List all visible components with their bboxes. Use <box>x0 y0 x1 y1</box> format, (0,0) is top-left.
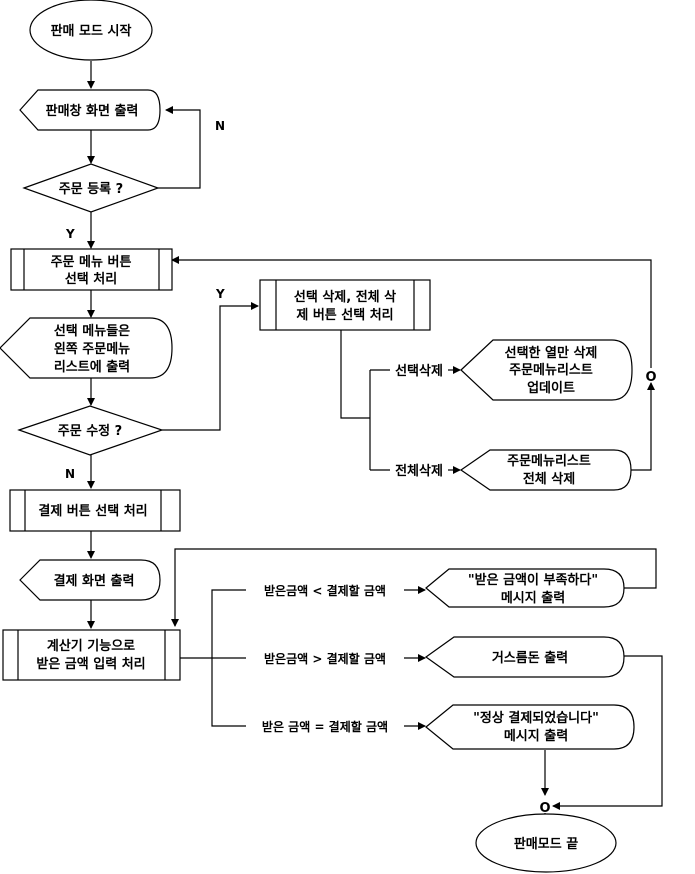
done-msg-label-2: 메시지 출력 <box>504 728 568 744</box>
connector-split <box>340 330 370 419</box>
calc-label-1: 계산기 기능으로 <box>47 638 135 654</box>
display-change-out <box>424 636 625 678</box>
change-out-label: 거스름돈 출력 <box>492 650 568 666</box>
selected-menu-label-3: 리스트에 출력 <box>54 359 130 375</box>
connector-loop-no <box>158 106 201 189</box>
update-label-2: 주문메뉴리스트 <box>509 362 593 378</box>
pay-button-label: 결제 버튼 선택 처리 <box>38 503 147 519</box>
order-modify-label: 주문 수정 ? <box>58 423 122 439</box>
connector-loop-short <box>171 548 657 627</box>
calc-label-2: 받은 금액 입력 처리 <box>36 656 145 672</box>
display-sales-screen <box>19 89 161 131</box>
short-msg-label-2: 메시지 출력 <box>501 590 565 606</box>
update-label-1: 선택한 열만 삭제 <box>505 345 598 361</box>
selected-menu-label-1: 선택 메뉴들은 <box>54 323 130 339</box>
display-selected-menu <box>0 317 173 379</box>
process-menu-button <box>10 248 173 291</box>
start-label: 판매 모드 시작 <box>51 23 132 39</box>
label-yes-2: Y <box>215 287 225 301</box>
connector-branch <box>180 589 246 659</box>
connector <box>552 655 663 810</box>
delete-buttons-label-2: 제 버튼 선택 처리 <box>296 307 393 323</box>
delete-buttons-label-1: 선택 삭제, 전체 삭 <box>294 289 396 305</box>
show-sales-screen-label: 판매창 화면 출력 <box>46 103 139 119</box>
display-short-message <box>425 568 625 608</box>
display-update-list <box>460 339 633 401</box>
menu-button-label-2: 선택 처리 <box>65 271 117 287</box>
done-msg-label-1: "정상 결제되었습니다" <box>473 710 599 726</box>
junction-1: O <box>645 370 656 385</box>
connector-branch <box>211 658 246 727</box>
display-done-message <box>425 704 635 750</box>
connectors <box>87 61 663 816</box>
display-pay-screen <box>19 559 161 601</box>
connector-modify-yes <box>162 302 259 431</box>
label-equal: 받은 금액 = 결제할 금액 <box>262 719 388 734</box>
decision-order-register <box>22 163 160 213</box>
end-terminal <box>475 813 617 873</box>
label-yes-1: Y <box>65 227 75 241</box>
order-register-label: 주문 등록 ? <box>59 182 123 197</box>
label-select-delete: 선택삭제 <box>395 363 443 379</box>
decision-order-modify <box>17 405 164 456</box>
connector <box>631 382 655 471</box>
process-delete-buttons <box>259 279 431 331</box>
label-no-1: N <box>215 119 225 133</box>
junction-2: O <box>539 801 550 816</box>
display-delete-all <box>459 449 632 491</box>
process-calculator <box>2 629 181 681</box>
end-label: 판매모드 끝 <box>514 836 578 852</box>
label-no-2: N <box>65 467 75 481</box>
delete-all-label-2: 전체 삭제 <box>523 471 575 487</box>
update-label-3: 업데이트 <box>527 380 575 396</box>
label-all-delete: 전체삭제 <box>395 463 443 479</box>
connector-return <box>171 256 652 368</box>
menu-button-label-1: 주문 메뉴 버튼 <box>51 254 132 270</box>
label-more: 받은금액 > 결제할 금액 <box>264 651 386 666</box>
selected-menu-label-2: 왼쪽 주문메뉴 <box>54 342 130 357</box>
short-msg-label-1: "받은 금액이 부족하다" <box>468 572 598 588</box>
delete-all-label-1: 주문메뉴리스트 <box>507 453 591 469</box>
pay-screen-label: 결제 화면 출력 <box>54 573 135 589</box>
process-pay-button <box>9 489 181 532</box>
start-terminal <box>29 0 153 61</box>
label-less: 받은금액 < 결제할 금액 <box>264 583 386 598</box>
